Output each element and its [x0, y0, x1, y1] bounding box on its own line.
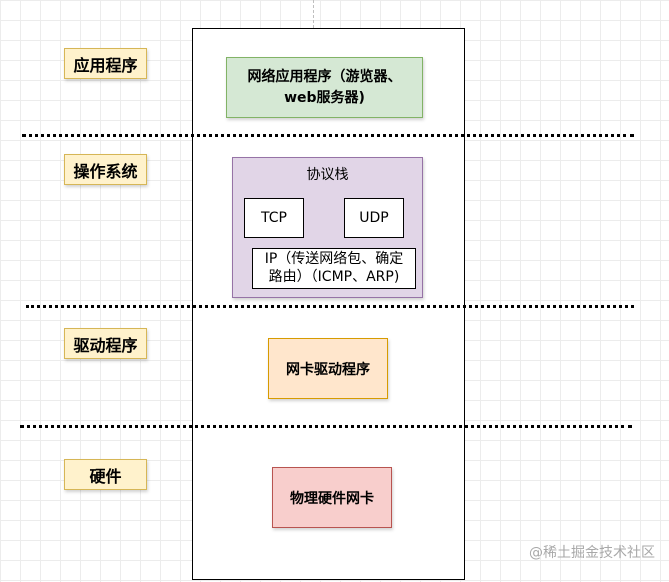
top-guide-line — [313, 0, 314, 28]
nic-driver-node: 网卡驱动程序 — [268, 338, 388, 399]
layer-label-hardware: 硬件 — [64, 459, 147, 490]
protocol-stack-title: 协议栈 — [306, 167, 349, 183]
separator-driver-hardware — [20, 425, 632, 428]
layer-label-driver: 驱动程序 — [64, 328, 147, 359]
tcp-node: TCP — [244, 198, 304, 238]
network-application-node: 网络应用程序（游览器、 web服务器) — [226, 57, 423, 118]
ip-node: IP（传送网络包、确定 路由）（ICMP、ARP) — [252, 248, 416, 289]
ip-node-line-1: IP（传送网络包、确定 — [264, 251, 404, 267]
udp-node: UDP — [344, 198, 404, 238]
layer-label-application: 应用程序 — [64, 48, 147, 79]
separator-app-os — [22, 134, 634, 137]
separator-os-driver — [26, 305, 634, 308]
layer-label-os: 操作系统 — [64, 154, 147, 185]
physical-nic-node: 物理硬件网卡 — [272, 467, 392, 528]
app-node-line-1: 网络应用程序（游览器、 — [247, 68, 402, 85]
app-node-line-2: web服务器) — [284, 89, 365, 106]
ip-node-line-2: 路由）（ICMP、ARP) — [268, 269, 400, 285]
watermark: @稀土掘金技术社区 — [529, 545, 655, 561]
